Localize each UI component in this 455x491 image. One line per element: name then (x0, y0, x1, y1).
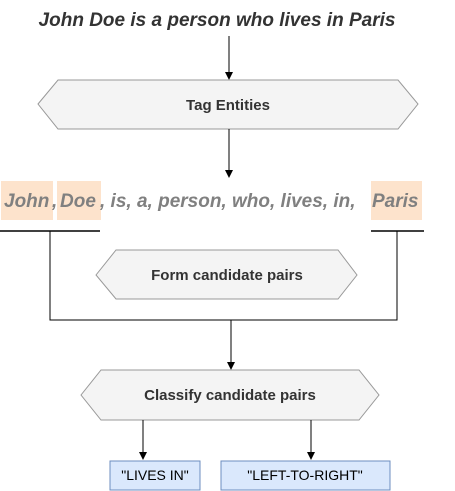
tag-entities-shape (37, 79, 419, 130)
relation-label: "LIVES IN" (121, 467, 189, 483)
entity-highlight-paris (371, 181, 422, 220)
output-direction: "LEFT-TO-RIGHT" (220, 460, 391, 491)
direction-label: "LEFT-TO-RIGHT" (247, 467, 362, 483)
token-middle-words: , is, a, person, who, lives, in, (99, 191, 356, 212)
token-entity-doe: Doe (60, 191, 96, 212)
step-form-candidate-pairs: Form candidate pairs (95, 249, 358, 300)
relation-box (109, 460, 201, 491)
step-tag-entities: Tag Entities (37, 79, 419, 130)
classify-pairs-label: Classify candidate pairs (144, 387, 316, 404)
tagged-token-row: John , Doe , is, a, person, who, lives, … (1, 181, 422, 220)
pairing-bracket (49, 231, 398, 321)
form-pairs-shape (95, 249, 358, 300)
tag-entities-label: Tag Entities (186, 97, 270, 114)
input-sentence: John Doe is a person who lives in Paris (39, 10, 396, 31)
output-relation: "LIVES IN" (109, 460, 201, 491)
token-entity-john: John (4, 191, 49, 212)
token-entity-paris: Paris (372, 191, 418, 212)
classify-pairs-shape (80, 369, 380, 421)
form-pairs-label: Form candidate pairs (151, 267, 303, 284)
token-comma: , (51, 191, 57, 212)
step-classify-candidate-pairs: Classify candidate pairs (80, 369, 380, 421)
entity-highlight-john (1, 181, 53, 220)
entity-highlight-doe (57, 181, 101, 220)
direction-box (220, 460, 391, 491)
